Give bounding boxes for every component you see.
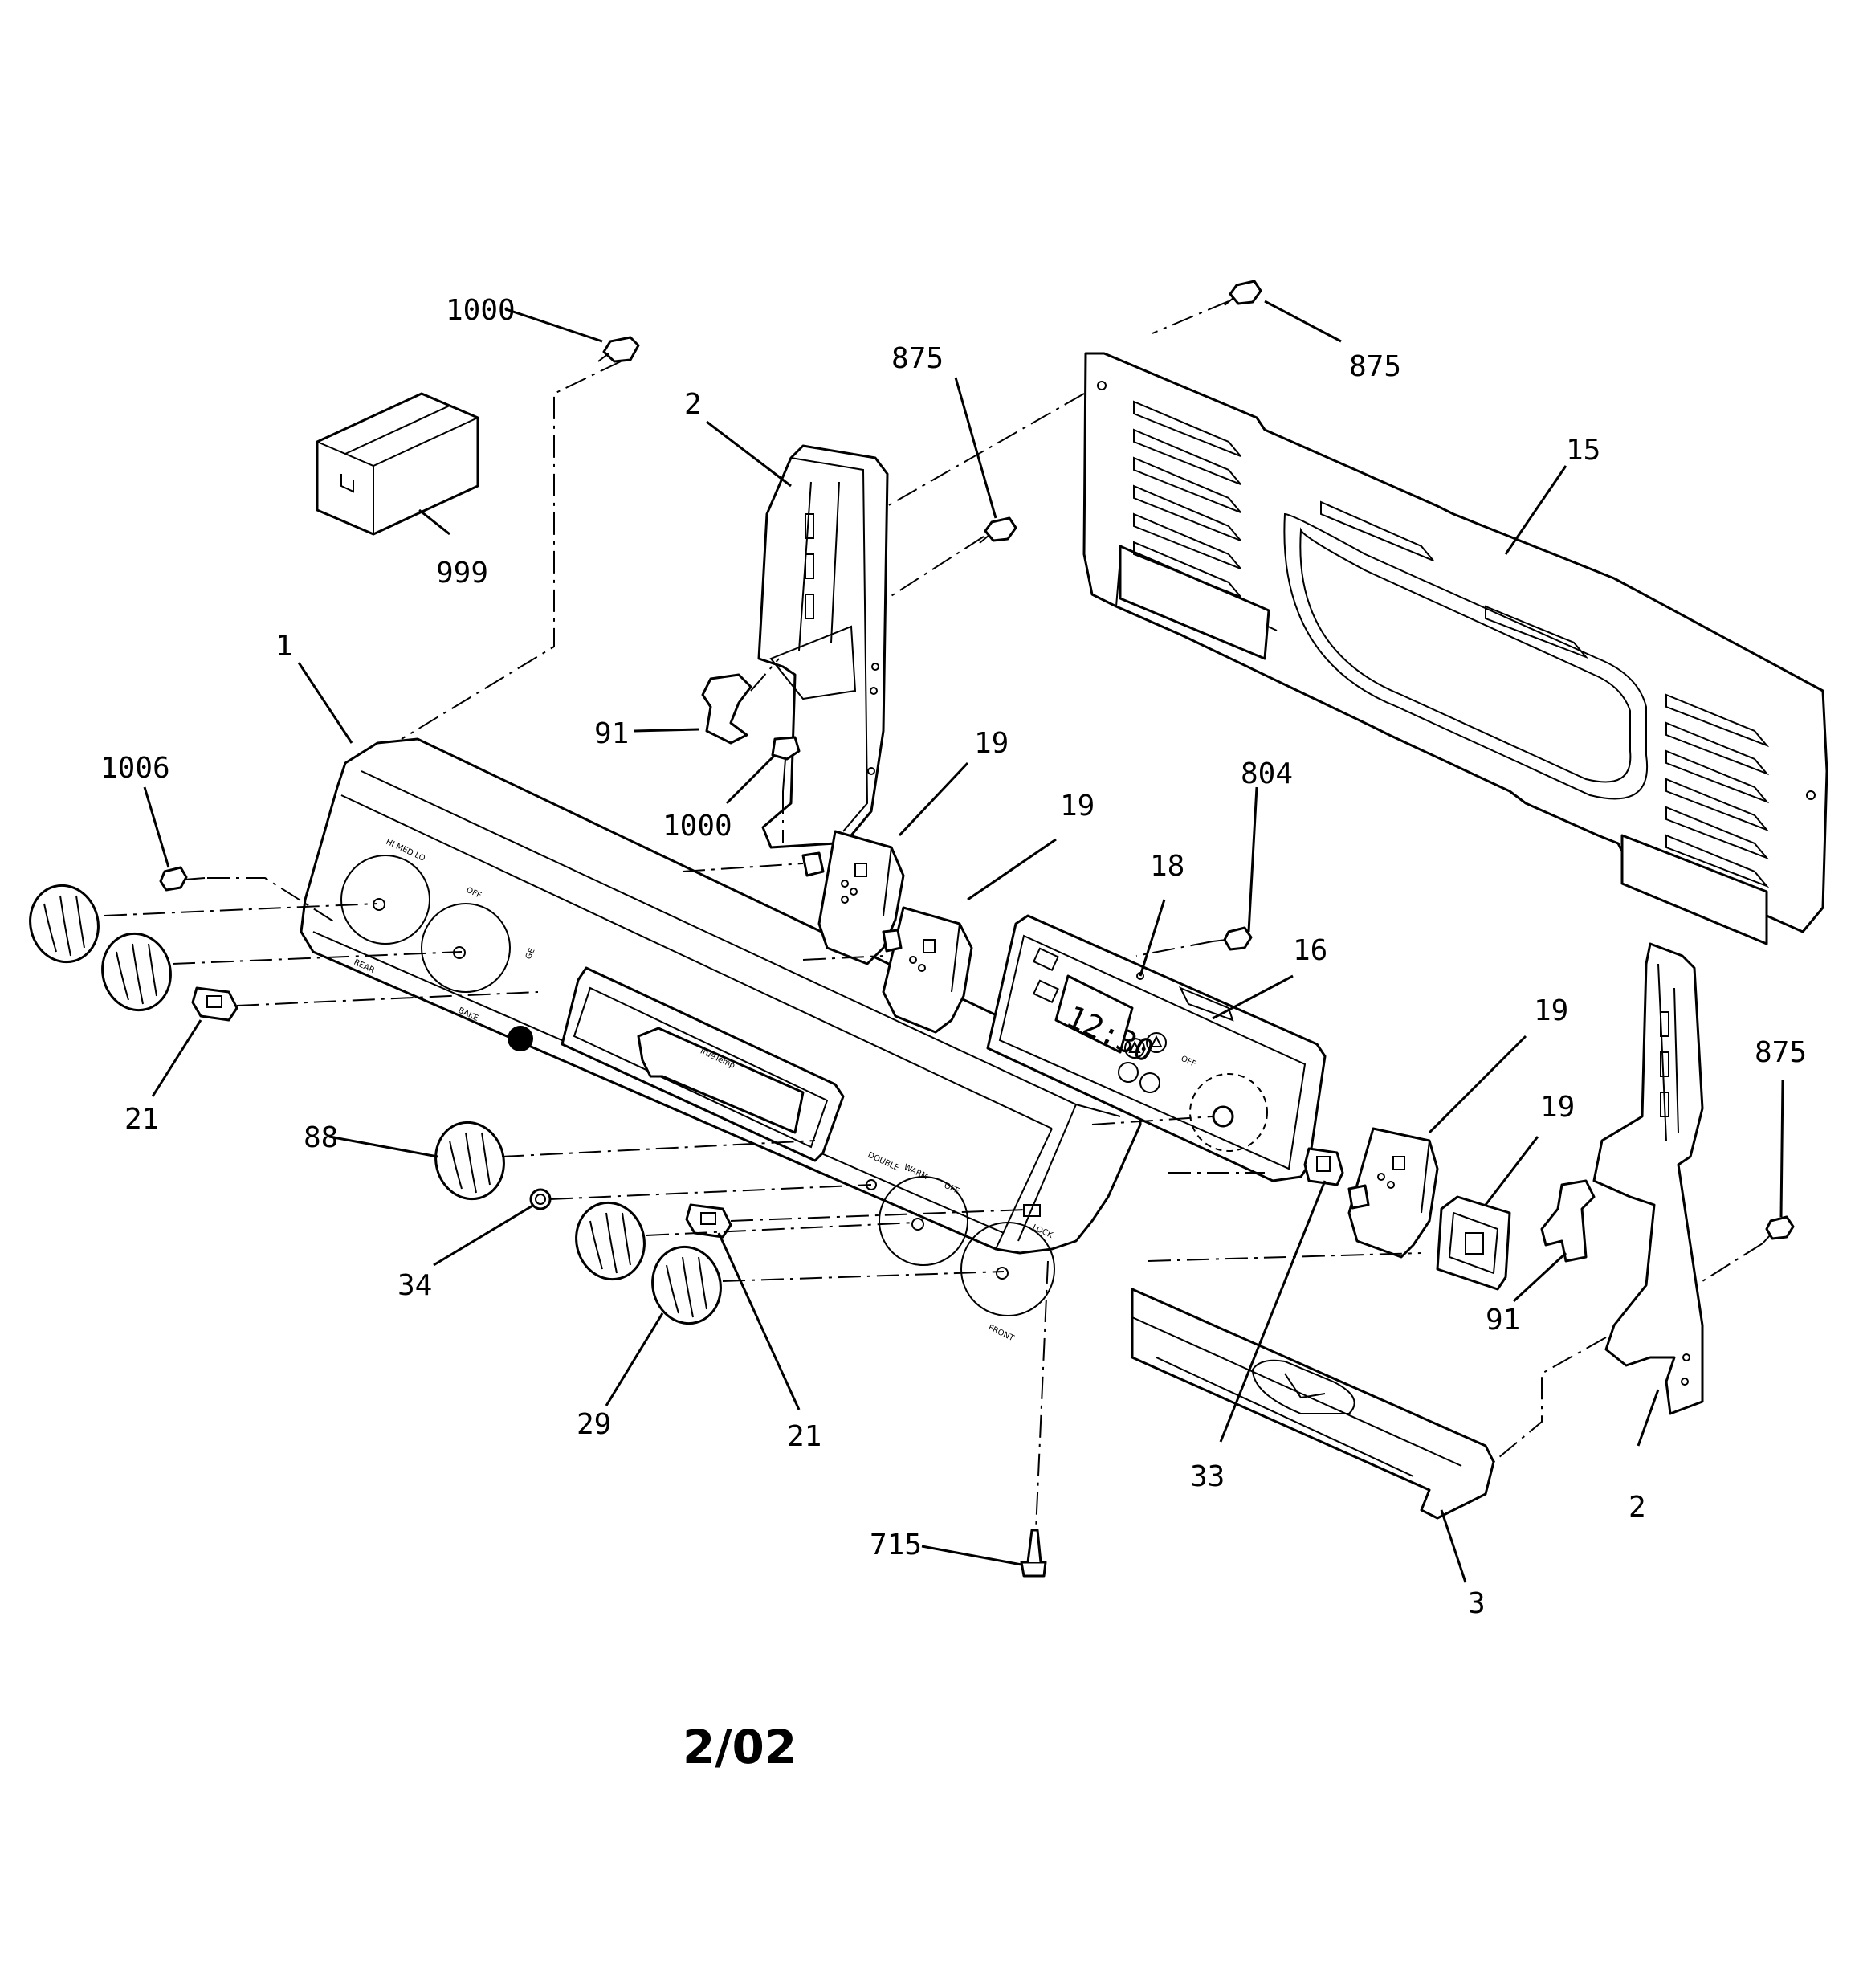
callout-91-right: 91 (1486, 1304, 1520, 1337)
callout-804: 804 (1241, 757, 1293, 790)
knob-upper-left-1 (29, 884, 100, 964)
screw-part-715 (1020, 1529, 1047, 1578)
callout-19-a: 19 (974, 727, 1009, 760)
callout-19-d: 19 (1540, 1091, 1575, 1124)
callout-1000-lower: 1000 (662, 810, 732, 843)
clip-part-91-right (1540, 1179, 1596, 1263)
end-cap-bracket-left-part-2 (757, 444, 889, 849)
screw-part-1000-lower (771, 736, 801, 792)
callout-2-left: 2 (684, 388, 702, 421)
callout-34: 34 (397, 1269, 432, 1302)
knob-part-88 (434, 1121, 505, 1201)
callout-21-right: 21 (787, 1420, 821, 1453)
leader-lines (143, 300, 1784, 1583)
arrow-keypad (1118, 1032, 1167, 1093)
screw-part-875-middle (979, 516, 1017, 544)
callout-91-left: 91 (594, 717, 629, 750)
control-panel-backguard-part-1: HI MED LO OFF REAR BAKE GE TrueTemp DOUB… (300, 737, 1142, 1344)
screw-part-1000-top (597, 336, 640, 363)
switch-part-21-right (685, 1203, 732, 1239)
knob-upper-left-2 (101, 932, 172, 1012)
callout-1000-top: 1000 (446, 294, 516, 327)
vent-slots (1133, 400, 1770, 888)
infinite-switch-part-19-a (801, 830, 905, 965)
callout-labels: 1000 875 875 2 15 999 1 91 1006 1000 19 … (100, 294, 1807, 1620)
callout-715: 715 (870, 1529, 922, 1561)
svg-text:GE: GE (524, 947, 537, 961)
callout-2-right: 2 (1629, 1491, 1646, 1524)
callout-19-b: 19 (1060, 790, 1095, 823)
screw-part-1006 (159, 866, 206, 892)
rear-vent-panel-part-15 (1082, 352, 1828, 945)
callout-33: 33 (1190, 1460, 1225, 1493)
clip-part-91-left (701, 673, 752, 745)
indicator-light (508, 1026, 533, 1051)
date-code: 2/02 (683, 1720, 797, 1774)
screw-part-804 (1212, 926, 1253, 951)
callout-19-c: 19 (1534, 994, 1568, 1027)
box-part-999 (316, 392, 479, 536)
callout-16: 16 (1293, 934, 1327, 967)
svg-text:FRONT: FRONT (987, 1324, 1016, 1344)
callout-21-left: 21 (124, 1103, 159, 1136)
callout-875-middle: 875 (891, 342, 944, 375)
assembly-lines (104, 300, 1763, 1531)
callout-875-top: 875 (1349, 350, 1401, 383)
callout-875-right: 875 (1755, 1036, 1807, 1069)
knob-lower-middle (575, 1201, 646, 1281)
infinite-switch-part-19-d (1436, 1195, 1511, 1291)
callout-1006: 1006 (100, 752, 170, 785)
callout-29: 29 (577, 1408, 611, 1441)
callout-1: 1 (275, 630, 293, 663)
screw-part-875-right (1762, 1215, 1795, 1244)
switch-part-21-left (191, 986, 238, 1022)
infinite-switch-part-19-b (882, 906, 973, 1034)
oven-window-frame: TrueTemp (561, 966, 845, 1162)
light-part-34 (529, 1188, 552, 1210)
callout-3: 3 (1468, 1587, 1486, 1620)
callout-999: 999 (436, 557, 488, 590)
end-cap-bracket-right-part-2 (1592, 942, 1704, 1415)
callout-18: 18 (1150, 850, 1184, 883)
callout-15: 15 (1566, 434, 1600, 467)
infinite-switch-part-19-c (1347, 1127, 1439, 1259)
knob-part-29 (651, 1245, 722, 1325)
callout-88: 88 (304, 1121, 338, 1154)
screw-part-875-top (1224, 280, 1262, 306)
switch-part-33 (1303, 1147, 1344, 1186)
front-trim-rail-part-3 (1131, 1288, 1495, 1520)
